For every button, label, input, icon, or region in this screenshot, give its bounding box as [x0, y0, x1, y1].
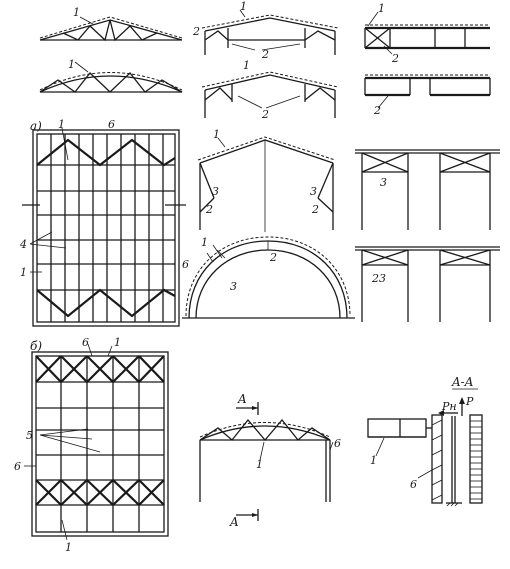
label-1: 1 [370, 454, 377, 467]
label-2: 2 [192, 25, 200, 38]
gable-knee-frame-diagram: 1 2 [201, 59, 339, 121]
label-1: 1 [58, 118, 65, 131]
force-pn-label: Pн [441, 400, 457, 413]
label-3: 3 [310, 185, 317, 198]
label-1: 1 [213, 128, 220, 141]
label-3: 3 [230, 280, 237, 293]
label-6: 6 [334, 437, 341, 450]
plan-b-diagram: б) [14, 336, 169, 554]
plan-b-top-bracing [35, 355, 165, 383]
plan-b-horizontals [36, 381, 164, 506]
label-1: 1 [256, 458, 263, 471]
label-1: 1 [65, 541, 72, 554]
label-4: 4 [19, 238, 27, 251]
gable-frame-diagram: 1 2 2 [192, 0, 339, 61]
label-2: 2 [261, 48, 269, 61]
braced-portal-upper-diagram: 3 [355, 149, 500, 230]
label-3: 3 [212, 185, 219, 198]
plan-b-verticals [60, 356, 140, 532]
two-bay-bracing-diagram: 2 [364, 74, 491, 117]
braced-portal-lower-diagram: 23 [355, 246, 500, 322]
label-6: 6 [14, 460, 21, 473]
label-2: 2 [269, 251, 277, 264]
force-p-label: P [465, 395, 474, 408]
section-label-b: б) [30, 339, 42, 353]
section-label-a: a) [30, 119, 42, 133]
label-6: 6 [182, 258, 189, 271]
label-1: 1 [68, 58, 75, 71]
label-2: 2 [311, 203, 319, 216]
label-1: 1 [20, 266, 27, 279]
label-3: 3 [380, 176, 387, 189]
truss-section-diagram: A A 1 6 [199, 392, 341, 529]
arch-frame-diagram: 1 3 2 [182, 236, 355, 319]
label-5: 5 [26, 429, 33, 442]
plan-a-verticals [50, 134, 164, 322]
label-1: 1 [243, 59, 250, 72]
label-6: 6 [108, 118, 115, 131]
label-1: 1 [240, 0, 247, 13]
plan-a-diagram: a) [19, 118, 189, 327]
plan-b-bottom-bracing [35, 479, 165, 506]
section-a-a-detail: A-A P Pн [367, 375, 483, 507]
label-2: 2 [205, 203, 213, 216]
label-6: 6 [82, 336, 89, 349]
label-1: 1 [114, 336, 121, 349]
gable-tie-frame-diagram: 1 3 2 3 2 [197, 128, 336, 232]
label-6: 6 [410, 478, 417, 491]
plan-a-horizontals [37, 164, 175, 291]
section-title: A-A [451, 375, 474, 389]
label-2: 2 [261, 108, 269, 121]
label-23: 23 [371, 272, 386, 285]
label-2: 2 [373, 104, 381, 117]
label-1: 1 [201, 236, 208, 249]
arched-truss-diagram: 1 [39, 58, 183, 93]
label-1: 1 [378, 2, 385, 15]
section-letter-bottom: A [229, 515, 239, 529]
section-letter-top: A [237, 392, 247, 406]
label-1: 1 [73, 6, 80, 19]
label-2: 2 [391, 52, 399, 65]
triangular-truss-diagram: 1 [39, 6, 183, 42]
longitudinal-bracing-diagram: 1 2 [364, 2, 490, 65]
